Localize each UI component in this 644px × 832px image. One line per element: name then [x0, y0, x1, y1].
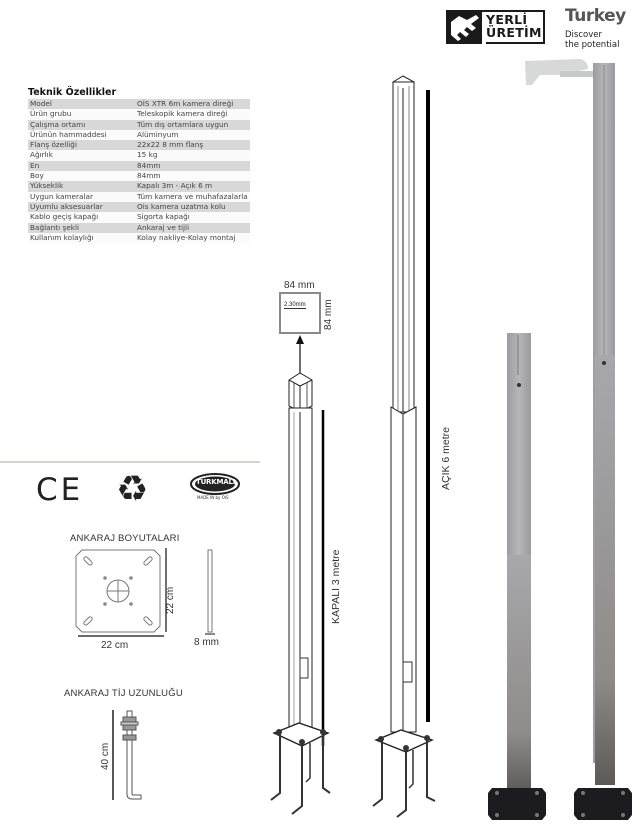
- spec-label: Model: [28, 99, 134, 110]
- spec-label: En: [28, 160, 134, 172]
- anchor-rod-drawing: [112, 710, 142, 800]
- turkmali-badge-icon: [190, 473, 240, 495]
- spec-value: Ois kamera uzatma kolu: [134, 201, 250, 213]
- anchor-rod-title: ANKARAJ TİJ UZUNLUĞU: [64, 688, 183, 699]
- yerli-line1: YERLİ: [486, 12, 528, 27]
- section-divider: [0, 461, 260, 463]
- spec-table-title: Teknik Özellikler: [28, 87, 117, 98]
- spec-label: Kullanım kolaylığı: [28, 232, 134, 244]
- cross-section-width-label: 84 mm: [284, 280, 315, 291]
- anchor-plate-width-label: 22 cm: [101, 640, 129, 651]
- spec-label: Yükseklik: [28, 181, 134, 192]
- closed-height-label: KAPALI 3 metre: [330, 549, 342, 624]
- spec-value: Sigorta kapağı: [134, 212, 250, 223]
- spec-value: 84mm: [134, 171, 250, 182]
- spec-label: Kablo geçiş kapağı: [28, 212, 134, 223]
- spec-label: Uyumlu aksesuarlar: [28, 201, 134, 213]
- handshake-icon: [446, 8, 546, 46]
- open-pole-drawing: [372, 75, 436, 818]
- open-height-label: AÇIK 6 metre: [440, 426, 452, 490]
- spec-label: Bağlantı şekli: [28, 222, 134, 233]
- anchor-plate-height-label: 22 cm: [165, 586, 176, 614]
- recycle-icon: ♻: [116, 469, 149, 510]
- spec-label: Uygun kameralar: [28, 191, 134, 202]
- turkey-tagline-2: the potential: [565, 40, 620, 50]
- closed-pole-drawing: [270, 372, 331, 815]
- turkmali-logo: TÜRKMALI MADE IN by OIS: [190, 473, 240, 503]
- yerli-line2: ÜRETİM: [486, 25, 542, 40]
- spec-label: Boy: [28, 171, 134, 182]
- turkmali-subtext: MADE IN by OIS: [197, 495, 229, 500]
- spec-label: Flanş özelliği: [28, 140, 134, 151]
- spec-value: Kapalı 3m - Açık 6 m: [134, 181, 250, 192]
- spec-label: Ürünün hammaddesi: [28, 129, 134, 141]
- spec-label: Ağırlık: [28, 150, 134, 161]
- spec-value: Alüminyum: [134, 129, 250, 141]
- pole-photos: [488, 59, 632, 820]
- spec-value: 22x22 8 mm flanş: [134, 140, 250, 151]
- anchor-plate-drawing: [75, 548, 215, 637]
- spec-label: Ürün grubu: [28, 109, 134, 120]
- camera-icon: [525, 59, 600, 85]
- arrow-up-icon: [296, 335, 304, 374]
- turkey-title: Turkey: [565, 6, 626, 26]
- spec-value: Tüm kamera ve muhafazalarla: [134, 191, 250, 202]
- anchor-plate-thickness-label: 8 mm: [194, 637, 219, 648]
- spec-value: Teleskopik kamera direği: [134, 109, 250, 120]
- spec-value: Tüm dış ortamlara uygun: [134, 119, 250, 130]
- spec-value: 84mm: [134, 160, 250, 172]
- spec-value: OİS XTR 6m kamera direği: [134, 99, 250, 110]
- turkmali-text: TÜRKMALI: [196, 478, 236, 486]
- ce-mark-icon: CE: [36, 472, 84, 508]
- turkey-logo: Turkey Discover the potential: [565, 6, 643, 50]
- spec-value: 15 kg: [134, 150, 250, 161]
- spec-value: Kolay nakliye-Kolay montaj: [134, 232, 250, 244]
- anchor-rod-length-label: 40 cm: [100, 742, 111, 770]
- spec-value: Ankaraj ve tijli: [134, 222, 250, 233]
- spec-label: Çalışma ortamı: [28, 119, 134, 130]
- turkey-tagline-1: Discover: [565, 30, 602, 40]
- cross-section-square: 2.30mm: [279, 292, 321, 334]
- anchor-plate-title: ANKARAJ BOYUTALARI: [70, 533, 180, 544]
- cross-section-wall-label: 2.30mm: [284, 302, 306, 309]
- cross-section-height-label: 84 mm: [323, 299, 334, 330]
- yerli-uretim-logo: YERLİ ÜRETİM: [446, 8, 546, 46]
